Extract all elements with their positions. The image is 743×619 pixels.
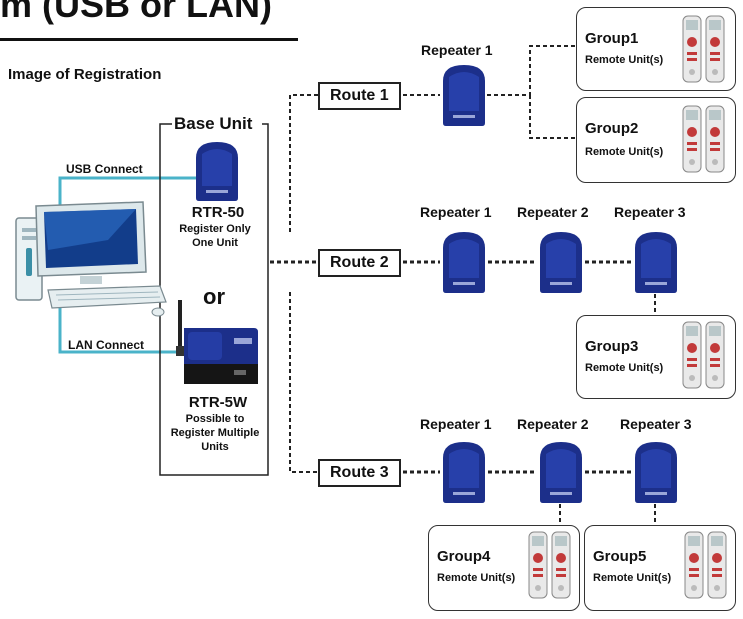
- group5-box: Group5 Remote Unit(s): [584, 525, 736, 611]
- route1-repeater-1-label: Repeater 1: [421, 42, 493, 58]
- usb-connect-label: USB Connect: [66, 162, 143, 176]
- route2-repeater-1-label: Repeater 1: [420, 204, 492, 220]
- group4-box: Group4 Remote Unit(s): [428, 525, 580, 611]
- group5-name: Group5: [593, 548, 647, 565]
- group3-sub: Remote Unit(s): [585, 362, 664, 374]
- rtr50-desc-2: One Unit: [192, 237, 238, 249]
- group4-name: Group4: [437, 548, 491, 565]
- rtr5w-desc-3: Units: [201, 441, 229, 453]
- group3-name: Group3: [585, 338, 639, 355]
- group2-sub: Remote Unit(s): [585, 146, 664, 158]
- group4-sub: Remote Unit(s): [437, 572, 516, 584]
- route2-repeater-2-label: Repeater 2: [517, 204, 589, 220]
- title-underline: [0, 38, 298, 41]
- rtr5w-desc-1: Possible to: [185, 413, 245, 425]
- group1-sub: Remote Unit(s): [585, 54, 664, 66]
- group2-box: Group2 Remote Unit(s): [576, 97, 736, 183]
- route2-repeater-3-label: Repeater 3: [614, 204, 686, 220]
- group5-sub: Remote Unit(s): [593, 572, 672, 584]
- group1-box: Group1 Remote Unit(s): [576, 7, 736, 91]
- lan-connect-label: LAN Connect: [68, 338, 144, 352]
- base-unit-label: Base Unit: [172, 114, 255, 134]
- route3-repeater-1-label: Repeater 1: [420, 416, 492, 432]
- rtr5w-desc-2: Register Multiple: [170, 427, 260, 439]
- group1-name: Group1: [585, 30, 639, 47]
- computer-icon: [15, 201, 167, 317]
- or-label: or: [203, 284, 225, 309]
- group3-box: Group3 Remote Unit(s): [576, 315, 736, 399]
- route-2-box: Route 2: [318, 249, 401, 277]
- route-3-box: Route 3: [318, 459, 401, 487]
- route3-repeater-2-label: Repeater 2: [517, 416, 589, 432]
- group2-name: Group2: [585, 120, 639, 137]
- rtr5w-name: RTR-5W: [188, 394, 248, 411]
- rtr50-name: RTR-50: [191, 204, 245, 221]
- rtr5w-device-icon: [176, 300, 258, 384]
- route-1-box: Route 1: [318, 82, 401, 110]
- rtr50-desc-1: Register Only: [179, 223, 251, 235]
- page-title: em (USB or LAN): [0, 0, 273, 25]
- diagram-subtitle: Image of Registration: [8, 66, 162, 83]
- route3-repeater-3-label: Repeater 3: [620, 416, 692, 432]
- rtr50-device-icon: [196, 142, 238, 201]
